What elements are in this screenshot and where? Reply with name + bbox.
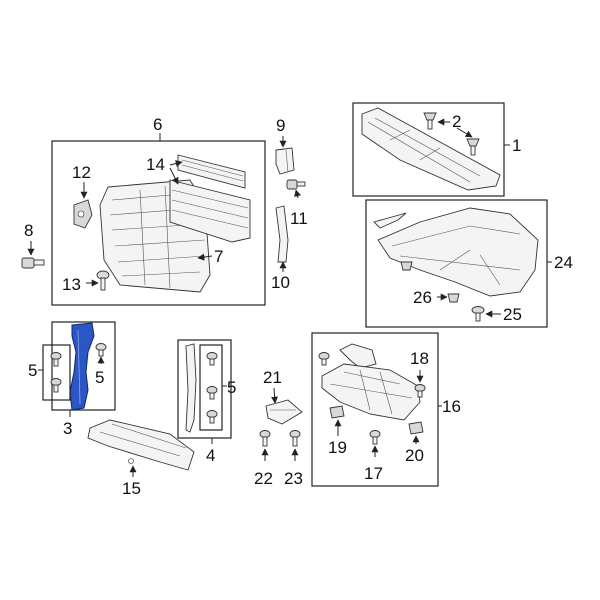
callout-20: 20 xyxy=(405,446,424,465)
callout-8: 8 xyxy=(24,221,33,240)
callout-26: 26 xyxy=(413,288,432,307)
clip-part-20 xyxy=(408,421,424,435)
group-box-16 xyxy=(311,332,442,487)
under-shield-part-16 xyxy=(321,343,421,421)
clip-part-26 xyxy=(400,261,460,303)
callout-1: 1 xyxy=(512,136,521,155)
group-box-3 xyxy=(51,321,116,417)
shield-part-15 xyxy=(87,419,195,471)
callout-19: 19 xyxy=(328,438,347,457)
bolt-part-22 xyxy=(259,430,271,447)
callout-23: 23 xyxy=(284,469,303,488)
bracket-part-21 xyxy=(265,399,303,425)
bracket-part-12 xyxy=(73,199,93,229)
callout-18: 18 xyxy=(410,349,429,368)
callout-9: 9 xyxy=(276,116,285,135)
callout-2: 2 xyxy=(452,112,461,131)
callout-15: 15 xyxy=(122,479,141,498)
under-shield-part-24 xyxy=(373,207,539,297)
callout-5-right: 5 xyxy=(227,378,236,397)
screw-parts-5-left xyxy=(50,352,62,393)
seal-part-4 xyxy=(185,343,197,433)
highlighted-seal-part xyxy=(69,322,95,411)
callout-7: 7 xyxy=(214,247,223,266)
group-box-5-left xyxy=(42,344,71,401)
bolt-part-8 xyxy=(21,257,45,269)
callout-5-left: 5 xyxy=(28,361,37,380)
bolt-part-11 xyxy=(286,179,306,190)
callout-14: 14 xyxy=(146,155,165,174)
callout-21: 21 xyxy=(263,368,282,387)
bolt-part-23 xyxy=(289,430,301,447)
clip-part-9 xyxy=(275,147,295,175)
callout-17: 17 xyxy=(364,464,383,483)
group-box-1 xyxy=(352,102,510,197)
callout-16: 16 xyxy=(442,397,461,416)
callout-22: 22 xyxy=(254,469,273,488)
callout-3: 3 xyxy=(63,419,72,438)
group-box-5-right xyxy=(199,344,223,431)
callout-6: 6 xyxy=(153,115,162,134)
bolt-part-13 xyxy=(96,270,110,291)
callout-4: 4 xyxy=(206,446,215,465)
louvre-part xyxy=(169,154,251,243)
air-deflector-part xyxy=(361,107,501,191)
clip-part-16-top xyxy=(318,352,330,366)
group-box-4 xyxy=(177,339,232,444)
callout-13: 13 xyxy=(62,275,81,294)
screw-parts-5-right xyxy=(206,352,218,424)
group-box-6 xyxy=(51,133,266,306)
callout-11: 11 xyxy=(290,209,308,228)
clip-part-19 xyxy=(329,405,345,419)
group-box-24 xyxy=(365,199,552,328)
bolt-part-17 xyxy=(369,430,381,445)
callout-12: 12 xyxy=(72,163,91,182)
bracket-part-10 xyxy=(275,205,289,263)
callout-25: 25 xyxy=(503,305,522,324)
clip-part-2 xyxy=(423,112,480,156)
callout-5-mid: 5 xyxy=(95,368,104,387)
callout-24: 24 xyxy=(554,253,573,272)
screw-part-5-mid xyxy=(95,343,107,357)
bolt-part-25 xyxy=(471,306,485,322)
callout-10: 10 xyxy=(271,273,290,292)
bolt-part-18 xyxy=(414,384,426,398)
